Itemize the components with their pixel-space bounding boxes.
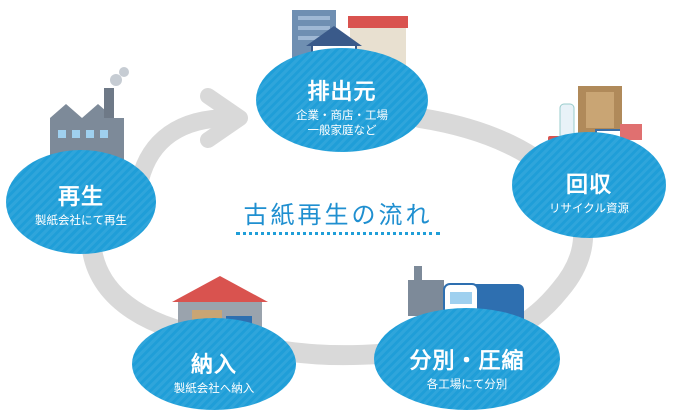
node-regen: 再生 製紙会社にて再生: [6, 150, 156, 254]
node-source-subtitle: 企業・商店・工場 一般家庭など: [296, 108, 388, 138]
title-dotted-underline: [236, 232, 440, 235]
paper-mill-factory-icon: [50, 67, 129, 160]
node-source-subtitle-text: 企業・商店・工場 一般家庭など: [296, 108, 388, 138]
node-regen-subtitle: 製紙会社にて再生: [35, 213, 127, 228]
flow-arrow: [131, 109, 239, 189]
node-source: 排出元 企業・商店・工場 一般家庭など: [256, 48, 428, 152]
node-collect-subtitle: リサイクル資源: [549, 201, 629, 216]
node-deliver: 納入 製紙会社へ納入: [132, 318, 296, 410]
node-sort: 分別・圧縮 各工場にて分別: [374, 308, 560, 410]
diagram-title: 古紙再生の流れ: [243, 201, 433, 229]
node-deliver-subtitle: 製紙会社へ納入: [173, 381, 255, 396]
node-deliver-title: 納入: [190, 352, 237, 378]
node-sort-subtitle: 各工場にて分別: [426, 377, 508, 392]
node-source-title: 排出元: [307, 79, 377, 105]
node-regen-title: 再生: [57, 184, 104, 210]
node-collect: 回収 リサイクル資源: [512, 132, 666, 238]
node-collect-title: 回収: [565, 172, 612, 198]
node-sort-title: 分別・圧縮: [409, 348, 525, 374]
flow-arrowhead: [200, 88, 248, 148]
